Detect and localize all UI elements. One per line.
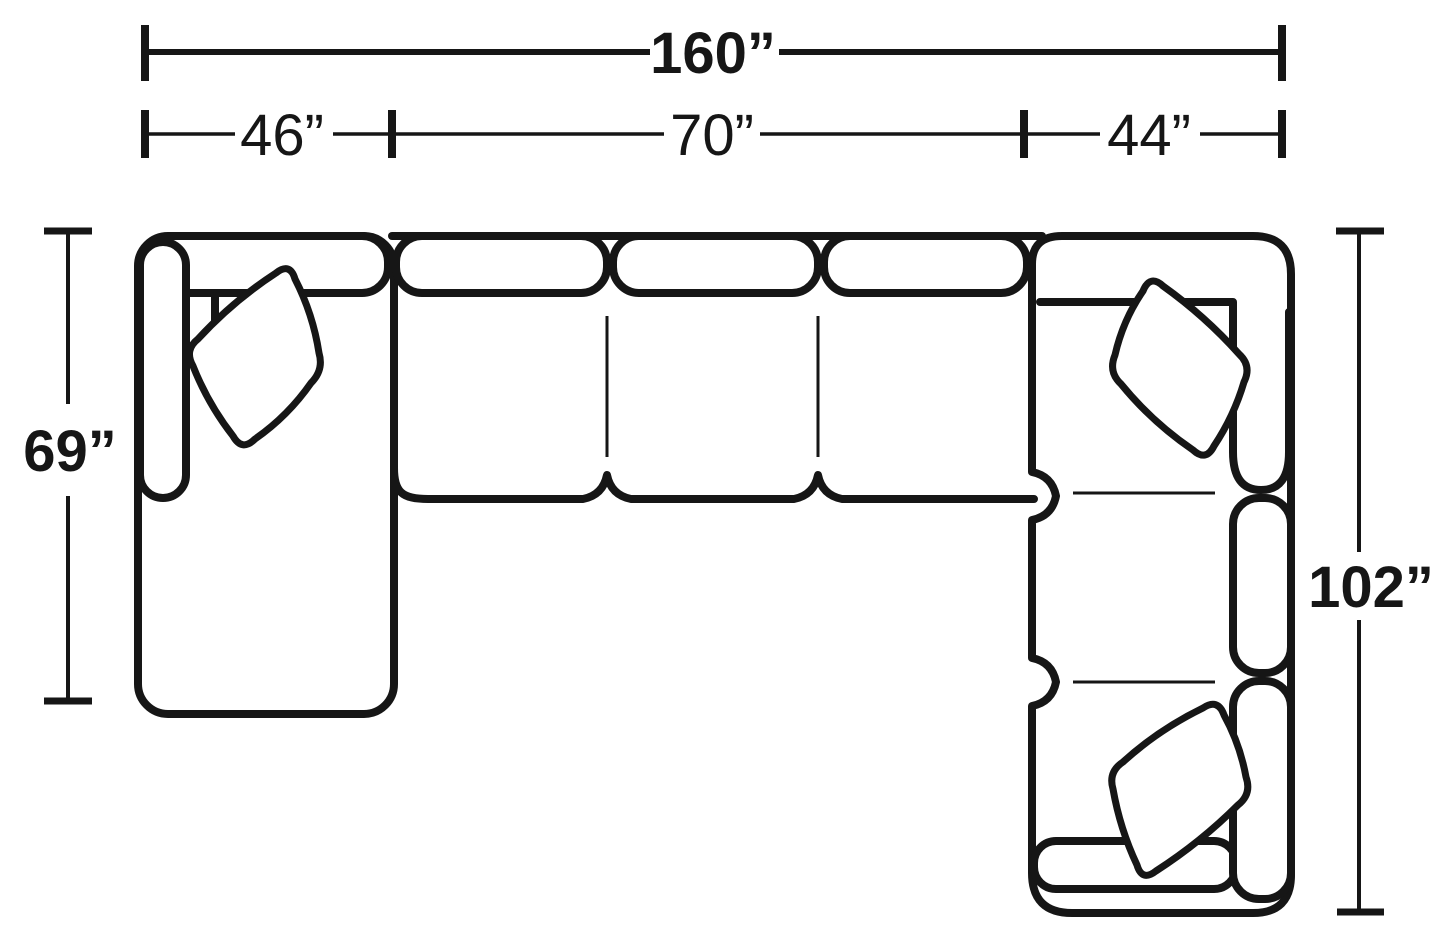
dimension-label-left-depth: 69” [23, 419, 117, 484]
back-cushion-right [820, 232, 1031, 297]
dimension-overall-width: 160” [141, 21, 1286, 86]
throw-pillows [185, 265, 1252, 879]
seat-front-edge [390, 464, 1038, 503]
dimension-label-left-segment: 46” [240, 103, 324, 168]
throw-pillow-bottom [1108, 700, 1252, 879]
dimension-label-middle-segment: 70” [670, 103, 754, 168]
dimension-left-depth: 69” [23, 227, 117, 705]
dimension-label-right-segment: 44” [1107, 103, 1191, 168]
dimension-right-depth: 102” [1308, 227, 1434, 916]
middle-sofa-cushions [390, 232, 1038, 503]
throw-pillow-chaise [185, 265, 324, 449]
back-cushion-left [392, 232, 611, 297]
dimension-label-total: 160” [650, 21, 776, 86]
dimension-segments-row: 46” 70” 44” [141, 103, 1286, 168]
return-back-cushion-middle [1229, 494, 1295, 677]
corner-inner-back-edge [1036, 298, 1293, 494]
dimension-label-right-depth: 102” [1308, 555, 1434, 620]
throw-pillow-corner [1109, 277, 1251, 459]
chaise-arm-cushion [136, 238, 190, 502]
back-cushion-center [609, 232, 822, 297]
